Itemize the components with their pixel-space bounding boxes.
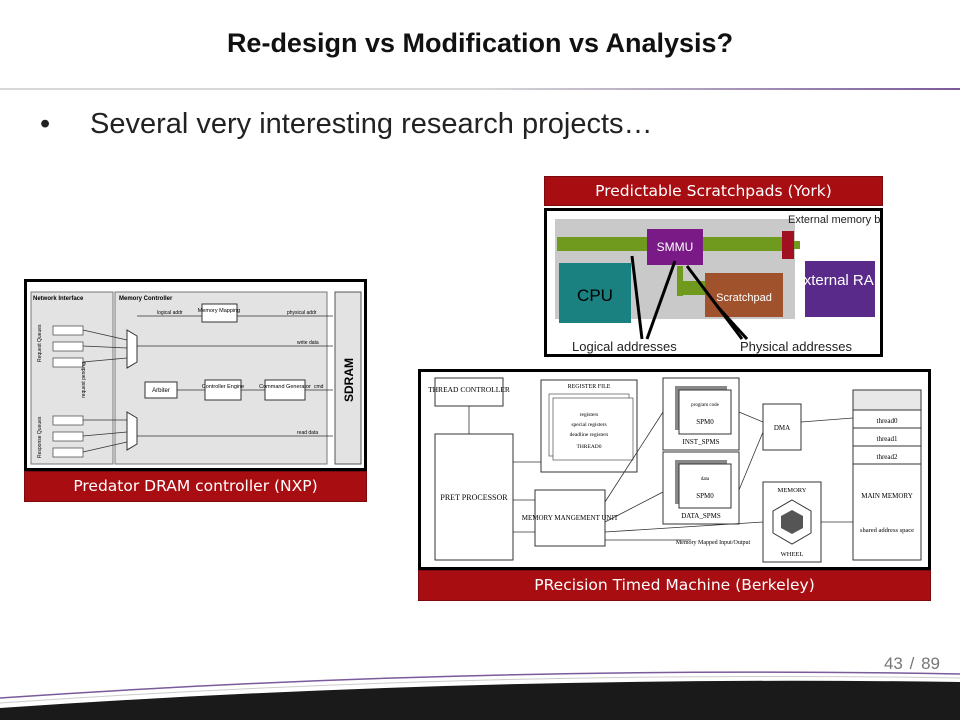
nxp-wires: [82, 315, 333, 453]
pret-thread1-label: thread1: [877, 435, 898, 443]
pret-memory-wheel-bottom-label: WHEEL: [781, 551, 804, 558]
nxp-read-data-label: read data: [297, 430, 318, 436]
pret-wires: [468, 406, 854, 541]
nxp-sdram-block: [334, 291, 362, 465]
pret-processor: [434, 433, 514, 561]
york-cpu-block: [559, 263, 631, 323]
nxp-memory-mapping: [201, 303, 238, 323]
york-smmu-label: SMMU: [657, 240, 694, 254]
nxp-command-generator-label: Command Generator: [259, 384, 311, 390]
pret-data-label: data: [701, 477, 710, 482]
nxp-caption: Predator DRAM controller (NXP): [24, 471, 367, 502]
nxp-memory-mapping-label: Memory Mapping: [198, 308, 241, 314]
nxp-figure: Network Interface Memory Controller SDRA…: [24, 279, 367, 471]
pret-data-spms-label: DATA_SPMS: [681, 512, 721, 520]
york-logical-label: Logical addresses: [572, 339, 677, 354]
pret-processor-label: PRET PROCESSOR: [440, 493, 508, 502]
pret-shared-space-label: shared address space: [860, 527, 914, 534]
nxp-request-pending-label: request pending: [81, 362, 87, 398]
nxp-arbiter-label: Arbiter: [152, 388, 170, 394]
york-bus-port: [782, 231, 794, 259]
nxp-physical-addr-label: physical addr: [287, 310, 317, 316]
york-scratchpad-label: Scratchpad: [716, 292, 772, 304]
pret-thread0-reg-label: THREAD0: [576, 444, 601, 450]
nxp-mux-bottom: [126, 411, 138, 451]
nxp-cmd-label: cmd: [314, 384, 324, 390]
nxp-mux-top: [126, 329, 138, 369]
nxp-request-queues: [52, 325, 84, 458]
pret-deadline-registers-label: deadline registers: [570, 432, 609, 438]
bullet-marker: •: [40, 108, 51, 140]
york-scratchpad-block: [705, 273, 783, 317]
nxp-logical-addr-label: logical addr: [157, 310, 183, 316]
york-figure: CPU SMMU Scratchpad External RAM Externa…: [544, 208, 883, 357]
york-physical-label: Physical addresses: [740, 339, 852, 354]
page-current: 43: [883, 654, 903, 673]
nxp-write-data-label: write data: [297, 340, 319, 346]
nxp-mc-label: Memory Controller: [119, 296, 173, 302]
pret-register-file-label: REGISTER FILE: [568, 384, 611, 390]
pret-spm0-data-label: SPM0: [696, 492, 714, 500]
footer-dark-band: [0, 680, 960, 720]
title-divider: [0, 88, 960, 90]
york-diagram: CPU SMMU Scratchpad External RAM Externa…: [555, 214, 880, 354]
berkeley-caption: PRecision Timed Machine (Berkeley): [418, 570, 931, 601]
pret-mmu-label: MEMORY MANGEMENT UNIT: [522, 514, 619, 522]
pret-dma: [762, 403, 802, 451]
pret-registers-label: registers: [580, 412, 599, 418]
pret-inst-spms-label: INST_SPMS: [683, 438, 720, 446]
nxp-command-generator: [264, 379, 306, 401]
york-bus-right: [722, 241, 800, 249]
nxp-ni-label: Network Interface: [33, 296, 84, 302]
pret-thread-controller: [434, 377, 504, 407]
slide-title: Re-design vs Modification vs Analysis?: [226, 28, 734, 58]
york-ram-label: External RAM: [794, 272, 880, 289]
nxp-request-queues-label: Request Queues: [37, 324, 43, 362]
york-cpu-label: CPU: [577, 286, 613, 305]
berkeley-figure: THREAD CONTROLLER PRET PROCESSOR REGISTE…: [418, 369, 931, 570]
pret-program-code-label: program code: [691, 403, 719, 408]
pret-memory-wheel-top-label: MEMORY: [778, 487, 807, 494]
pret-thread2-label: thread2: [877, 453, 898, 461]
york-ram-block: [805, 261, 875, 317]
pret-dma-label: DMA: [774, 424, 790, 432]
pret-mmio-label: Memory Mapped Input/Output: [676, 540, 751, 546]
nxp-controller-engine-label: Controller Engine: [202, 384, 245, 390]
page-separator: /: [909, 654, 915, 673]
pret-special-registers-label: special registers: [571, 422, 606, 428]
york-smmu-block: [647, 229, 703, 265]
york-ext-bus-label: External memory bus: [788, 214, 880, 226]
nxp-diagram: Network Interface Memory Controller SDRA…: [30, 291, 362, 465]
page-total: 89: [921, 654, 940, 673]
pret-main-memory-label: MAIN MEMORY: [861, 492, 913, 500]
footer-swoosh: [0, 671, 960, 720]
pret-mmu: [534, 489, 606, 547]
bullet-text: Several very interesting research projec…: [90, 108, 653, 140]
york-caption: Predictable Scratchpads (York): [544, 176, 883, 206]
nxp-response-queues-label: Response Queues: [37, 416, 43, 458]
pret-thread0-label: thread0: [877, 417, 898, 425]
berkeley-diagram: THREAD CONTROLLER PRET PROCESSOR REGISTE…: [428, 377, 922, 563]
nxp-controller-engine: [204, 379, 242, 401]
pret-spm0-inst-label: SPM0: [696, 418, 714, 426]
pret-thread-controller-label: THREAD CONTROLLER: [428, 385, 510, 394]
nxp-sdram-label: SDRAM: [342, 358, 356, 402]
slide-pager: 43 / 89: [882, 654, 940, 674]
footer-purple-line: [0, 671, 960, 699]
